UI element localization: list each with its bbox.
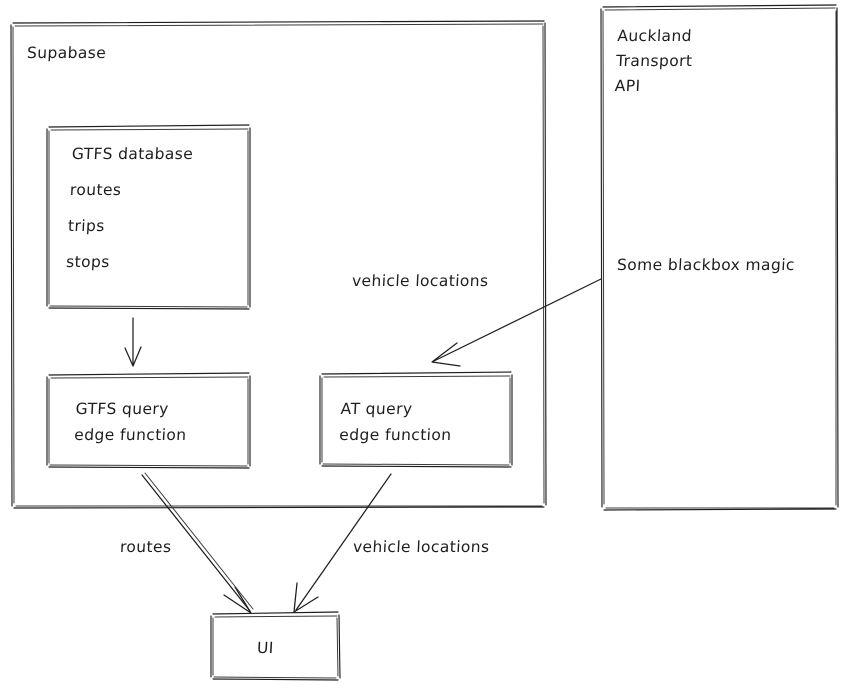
ui-label: UI bbox=[256, 639, 275, 657]
at-query-edge-function-shape bbox=[319, 371, 513, 468]
arrow-gtfs-database-to-gtfs-query bbox=[124, 317, 142, 367]
ui-shape bbox=[210, 611, 341, 681]
edge-label-vehicle-locations-bottom: vehicle locations bbox=[352, 538, 490, 556]
gtfs-database-shape bbox=[46, 124, 251, 310]
at-query-edge-function-label: AT query edge function bbox=[338, 400, 452, 444]
arrow-at-query-to-ui bbox=[293, 473, 392, 613]
gtfs-query-edge-function-label: GTFS query edge function bbox=[73, 400, 187, 444]
at-api-container-shape bbox=[600, 4, 839, 511]
gtfs-database-label: GTFS database routes trips stops bbox=[65, 145, 194, 271]
gtfs-query-edge-function-shape bbox=[46, 372, 251, 469]
arrow-at-api-to-at-query bbox=[431, 278, 602, 367]
supabase-container-label: Supabase bbox=[26, 44, 107, 62]
supabase-container-shape bbox=[10, 20, 547, 509]
edge-label-routes: routes bbox=[119, 538, 172, 556]
edge-label-vehicle-locations-top: vehicle locations bbox=[351, 272, 489, 290]
auckland-transport-api-label: Auckland Transport API bbox=[614, 27, 693, 95]
blackbox-magic-annotation: Some blackbox magic bbox=[616, 256, 796, 274]
arrow-gtfs-query-to-ui bbox=[141, 472, 254, 614]
